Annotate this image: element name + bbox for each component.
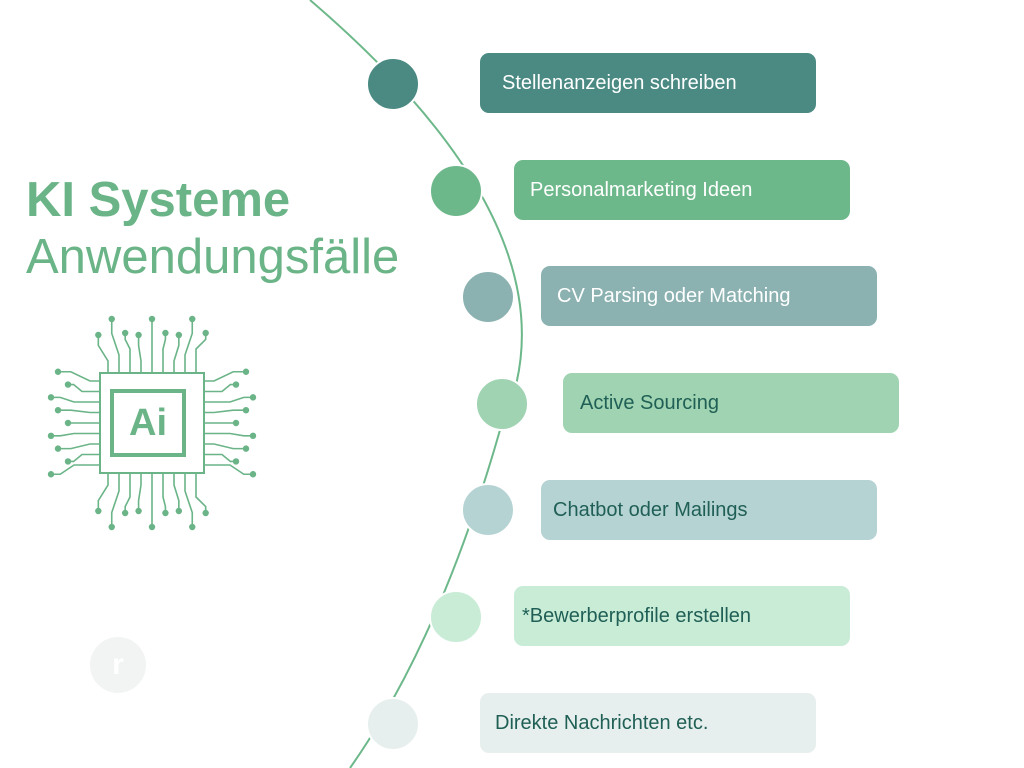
timeline-node-7 xyxy=(366,697,420,751)
use-case-card-3: CV Parsing oder Matching xyxy=(541,266,877,326)
use-case-card-5: Chatbot oder Mailings xyxy=(541,480,877,540)
timeline-node-5 xyxy=(461,483,515,537)
title-line-2: Anwendungsfälle xyxy=(26,230,400,284)
timeline-node-2 xyxy=(429,164,483,218)
use-case-label-6: *Bewerberprofile erstellen xyxy=(522,604,752,627)
timeline-node-4 xyxy=(475,377,529,431)
use-case-label-1: Stellenanzeigen schreiben xyxy=(502,71,737,94)
brand-logo-glyph: r xyxy=(112,648,124,681)
use-case-label-5: Chatbot oder Mailings xyxy=(553,498,748,521)
use-case-label-7: Direkte Nachrichten etc. xyxy=(495,711,709,734)
title-line-1: KI Systeme xyxy=(26,173,291,227)
timeline-node-1 xyxy=(366,57,420,111)
timeline-node-6 xyxy=(429,590,483,644)
use-case-label-4: Active Sourcing xyxy=(580,391,719,414)
use-case-label-3: CV Parsing oder Matching xyxy=(557,284,791,307)
use-case-card-4: Active Sourcing xyxy=(563,373,899,433)
use-case-card-1: Stellenanzeigen schreiben xyxy=(480,53,816,113)
ai-chip-icon xyxy=(47,315,257,531)
brand-logo-icon: r xyxy=(90,637,146,693)
timeline-node-3 xyxy=(461,270,515,324)
use-case-card-7: Direkte Nachrichten etc. xyxy=(480,693,816,753)
use-case-card-6: *Bewerberprofile erstellen xyxy=(514,586,850,646)
chip-label: Ai xyxy=(129,401,167,444)
use-case-label-2: Personalmarketing Ideen xyxy=(530,178,753,201)
use-case-card-2: Personalmarketing Ideen xyxy=(514,160,850,220)
